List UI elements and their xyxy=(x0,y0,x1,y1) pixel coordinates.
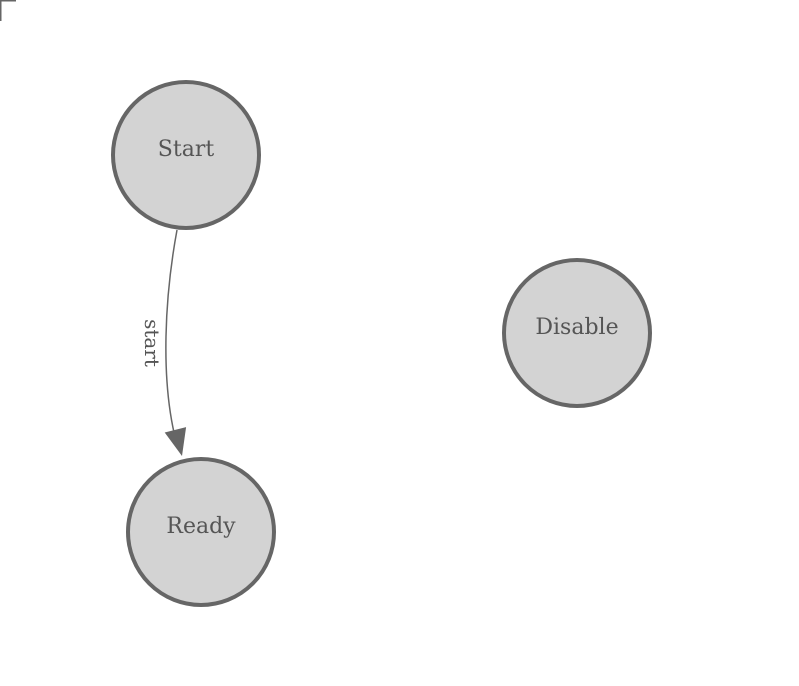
paper-corner-mark-icon xyxy=(0,0,16,21)
transition-label: start xyxy=(140,319,164,367)
state-label-disable: Disable xyxy=(535,315,618,340)
arrowhead-icon xyxy=(164,427,187,456)
state-label-ready: Ready xyxy=(166,514,236,539)
state-node-ready[interactable]: Ready xyxy=(126,457,276,607)
state-circle-disable[interactable] xyxy=(502,258,652,408)
transition-path[interactable] xyxy=(165,229,178,442)
transition-start-to-ready[interactable]: start xyxy=(140,229,187,456)
state-label-start: Start xyxy=(158,137,215,162)
state-circle-start[interactable] xyxy=(111,80,261,230)
state-node-disable[interactable]: Disable xyxy=(502,258,652,408)
state-circle-ready[interactable] xyxy=(126,457,276,607)
state-node-start[interactable]: Start xyxy=(111,80,261,230)
